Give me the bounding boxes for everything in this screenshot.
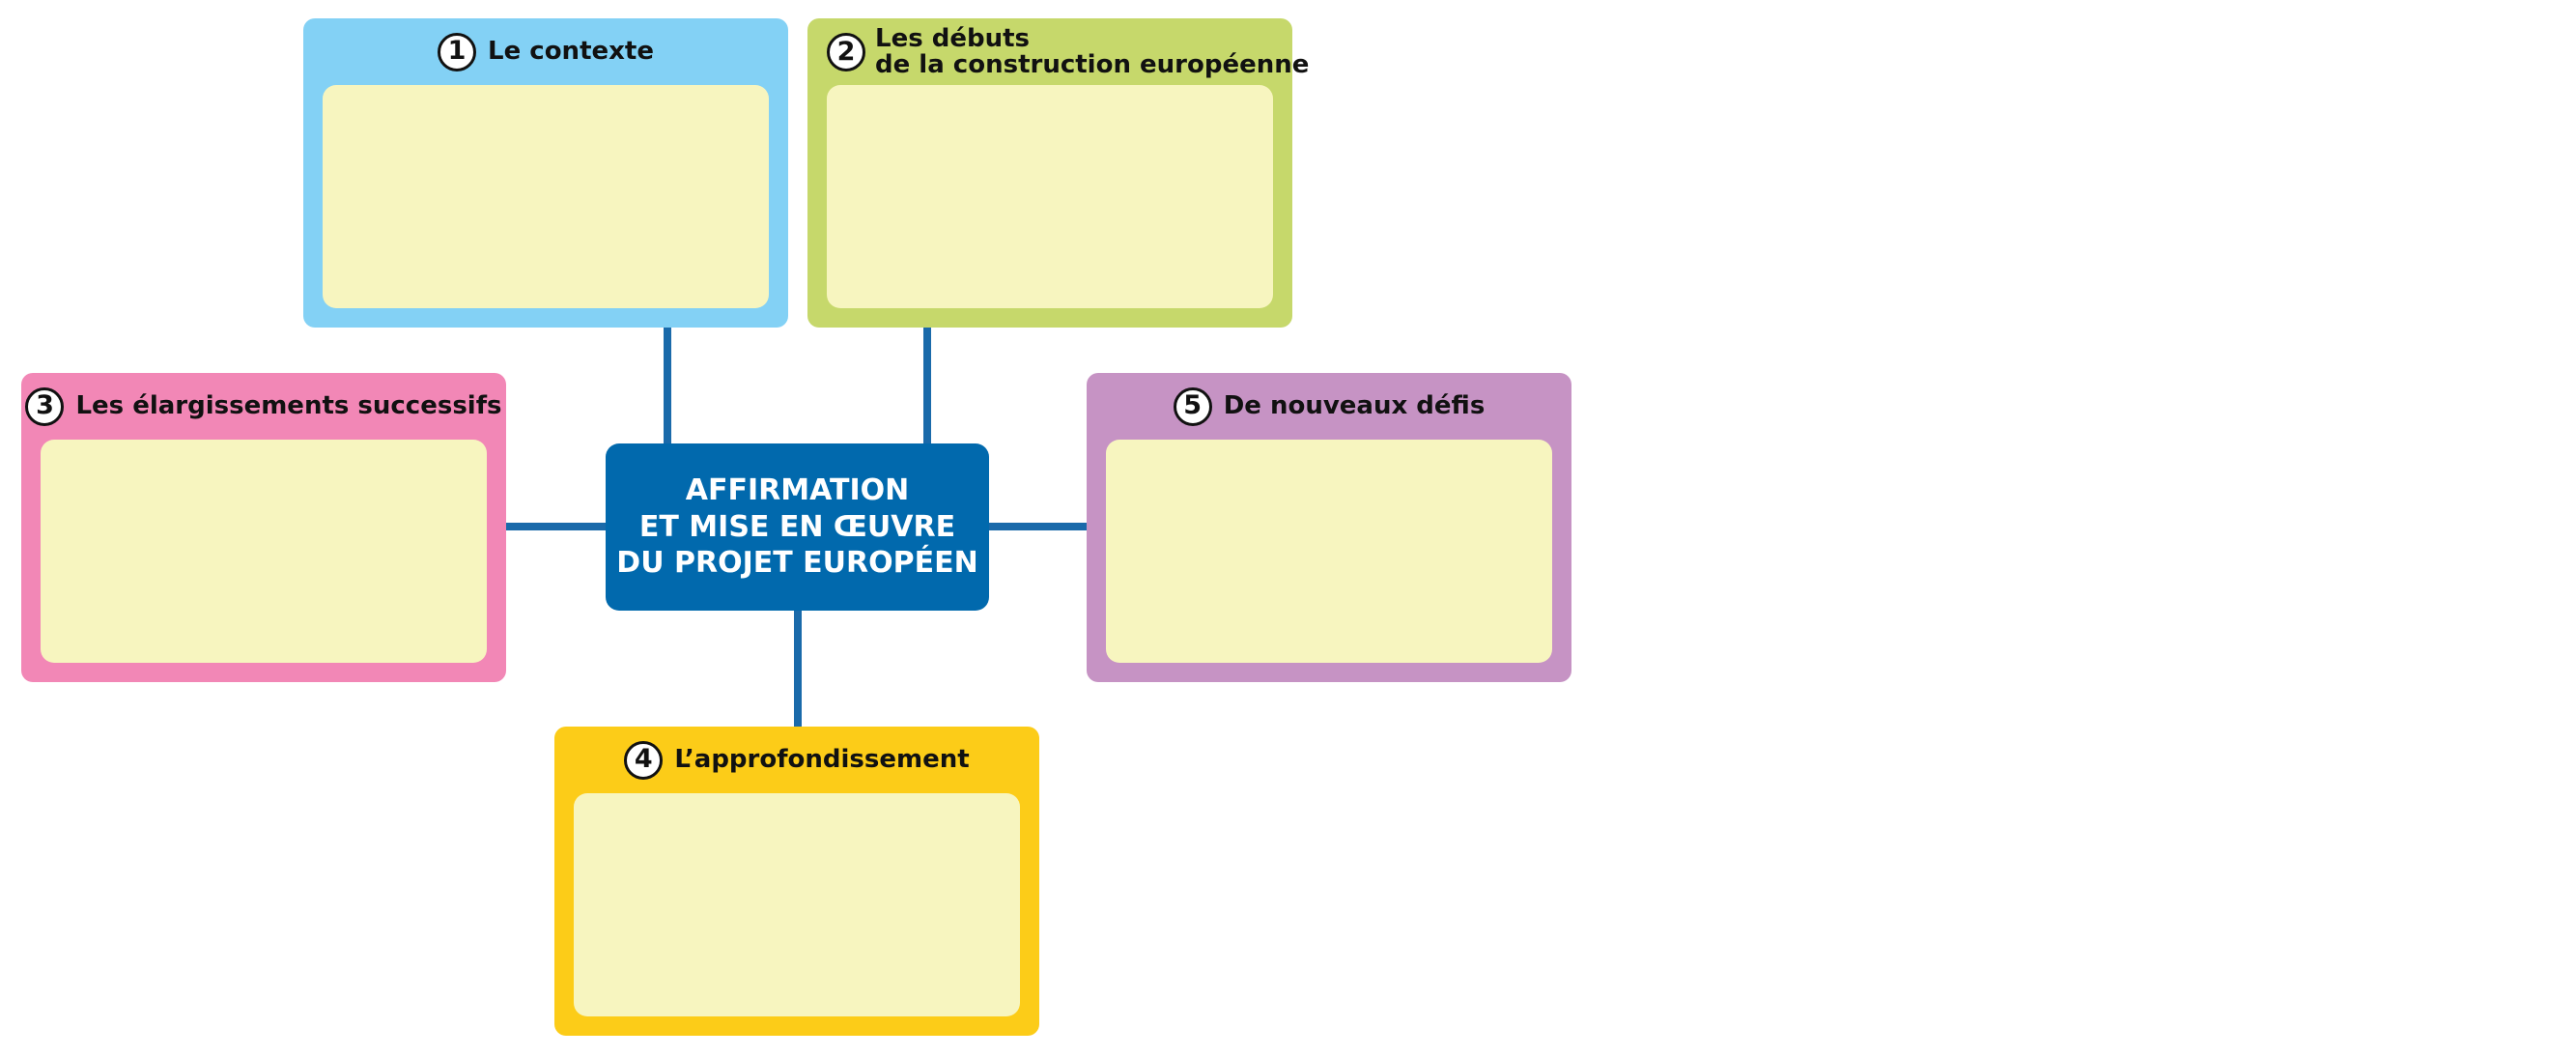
card-enlargements-answer-field[interactable] — [41, 440, 487, 663]
central-topic-line-1: AFFIRMATION — [685, 473, 910, 508]
card-new-challenges-answer-field[interactable] — [1106, 440, 1552, 663]
card-enlargements: 3 Les élargissements successifs — [21, 373, 506, 682]
card-deepening-header: 4 L’approfondissement — [554, 727, 1039, 793]
card-deepening-title: L’approfondissement — [674, 744, 970, 774]
connector-to-card-2 — [923, 326, 931, 444]
number-badge-4: 4 — [624, 740, 664, 780]
card-beginnings-answer-field[interactable] — [827, 85, 1273, 308]
connector-to-card-4 — [794, 610, 802, 728]
card-enlargements-title: Les élargissements successifs — [75, 390, 502, 420]
card-deepening: 4 L’approfondissement — [554, 727, 1039, 1036]
connector-to-card-5 — [988, 523, 1089, 530]
card-context-header: 1 Le contexte — [303, 18, 788, 85]
card-context-answer-field[interactable] — [323, 85, 769, 308]
card-new-challenges: 5 De nouveaux défis — [1087, 373, 1571, 682]
card-context-title: Le contexte — [488, 36, 654, 66]
card-context: 1 Le contexte — [303, 18, 788, 328]
card-enlargements-header: 3 Les élargissements successifs — [21, 373, 506, 440]
central-topic-line-2: ET MISE EN ŒUVRE — [638, 509, 956, 544]
card-new-challenges-title: De nouveaux défis — [1223, 390, 1486, 420]
card-beginnings-title-line-1: Les débuts — [875, 24, 1030, 53]
card-beginnings: 2 Les débuts de la construction européen… — [807, 18, 1309, 328]
card-deepening-answer-field[interactable] — [574, 793, 1020, 1016]
card-new-challenges-header: 5 De nouveaux défis — [1087, 373, 1571, 440]
central-topic-box: AFFIRMATION ET MISE EN ŒUVRE DU PROJET E… — [606, 443, 989, 611]
number-badge-2: 2 — [827, 33, 865, 72]
central-topic-line-3: DU PROJET EUROPÉEN — [616, 546, 978, 581]
card-beginnings-title-line-2: de la construction européenne — [875, 50, 1310, 80]
connector-to-card-1 — [664, 326, 671, 444]
connector-to-card-3 — [504, 523, 607, 530]
number-badge-3: 3 — [25, 386, 65, 426]
card-beginnings-title: Les débuts de la construction européenne — [875, 24, 1310, 80]
number-badge-1: 1 — [438, 32, 477, 71]
number-badge-5: 5 — [1173, 386, 1212, 426]
card-beginnings-header: 2 Les débuts de la construction européen… — [807, 25, 1309, 79]
